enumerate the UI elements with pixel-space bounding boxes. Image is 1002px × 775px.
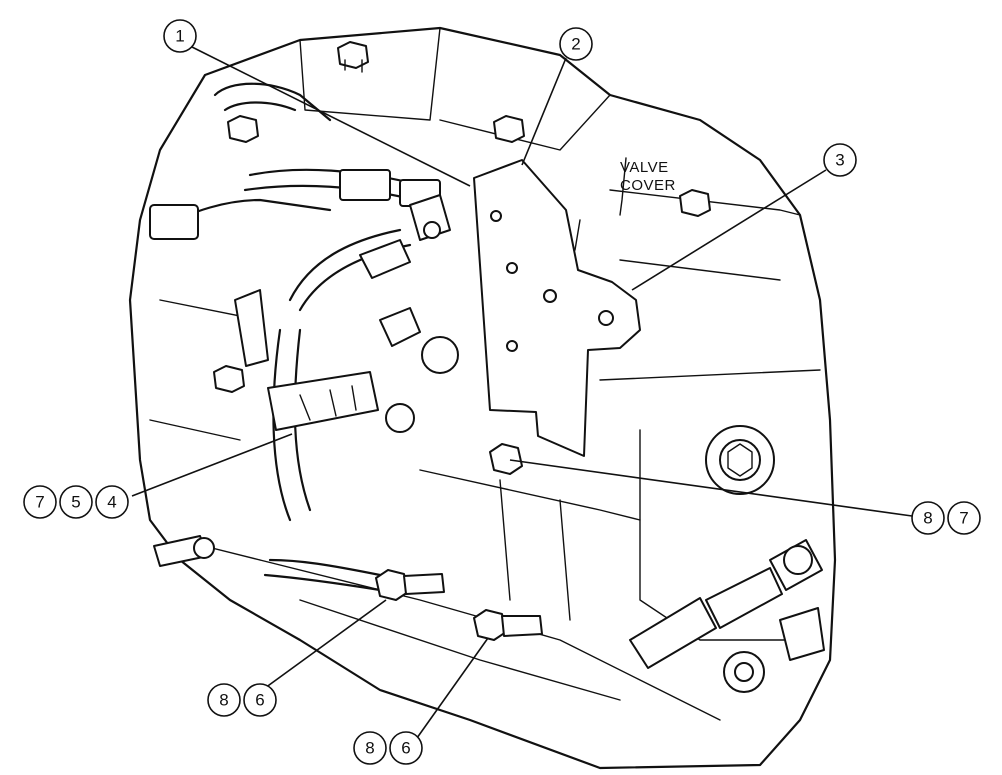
bolt-top-center — [493, 115, 525, 143]
callout-8-6-middle: 8 6 — [207, 683, 277, 717]
callout-circle — [23, 485, 57, 519]
callout-circle — [243, 683, 277, 717]
bolt-left-upper — [227, 115, 259, 143]
callout-1: 1 — [163, 19, 197, 53]
callout-circle — [59, 485, 93, 519]
callout-number: 5 — [71, 493, 80, 512]
bolt-top-left — [337, 41, 369, 73]
callout-circle — [389, 731, 423, 765]
wiring-harness — [149, 82, 459, 592]
valve-cover-label-line1: VALVE — [620, 159, 669, 176]
leader-2 — [521, 57, 567, 166]
leader-1 — [189, 45, 471, 187]
top-bolts — [213, 41, 711, 393]
callout-circle — [559, 27, 593, 61]
callout-7-5-4: 7 5 4 — [23, 485, 129, 519]
stud-left — [153, 535, 215, 567]
valve-cover-label-line2: COVER — [620, 177, 676, 194]
callout-3: 3 — [823, 143, 857, 177]
callout-circle — [207, 683, 241, 717]
callout-circle — [823, 143, 857, 177]
bolt-lower-left — [375, 569, 445, 601]
leader-86b — [411, 637, 489, 746]
bolt-top-right — [679, 189, 711, 217]
leader-lines — [131, 45, 913, 746]
callout-number: 6 — [401, 739, 410, 758]
callout-circle — [353, 731, 387, 765]
callout-number: 1 — [175, 27, 184, 46]
leader-3 — [631, 169, 827, 291]
leader-87 — [509, 459, 913, 517]
callout-number: 2 — [571, 35, 580, 54]
mounting-bracket — [473, 159, 641, 457]
callout-8-7: 8 7 — [911, 501, 981, 535]
callout-circle — [947, 501, 981, 535]
bolt-lower-right — [473, 609, 543, 641]
callout-number: 8 — [923, 509, 932, 528]
callout-number: 6 — [255, 691, 264, 710]
callout-number: 4 — [107, 493, 116, 512]
callout-number: 3 — [835, 151, 844, 170]
callout-number: 8 — [365, 739, 374, 758]
bolt-center-lower — [489, 443, 523, 475]
callout-circle — [163, 19, 197, 53]
callout-number: 7 — [35, 493, 44, 512]
right-side-components — [629, 425, 825, 693]
bolt-left-middle — [213, 365, 245, 393]
lower-bolts — [153, 443, 543, 641]
callout-number: 7 — [959, 509, 968, 528]
callout-circle — [95, 485, 129, 519]
callout-number: 8 — [219, 691, 228, 710]
valve-cover-label: VALVE COVER — [619, 157, 676, 216]
callout-circle — [911, 501, 945, 535]
leader-754 — [131, 433, 293, 497]
leader-86a — [264, 599, 387, 689]
callout-8-6-bottom: 8 6 — [353, 731, 423, 765]
callout-2: 2 — [559, 27, 593, 61]
